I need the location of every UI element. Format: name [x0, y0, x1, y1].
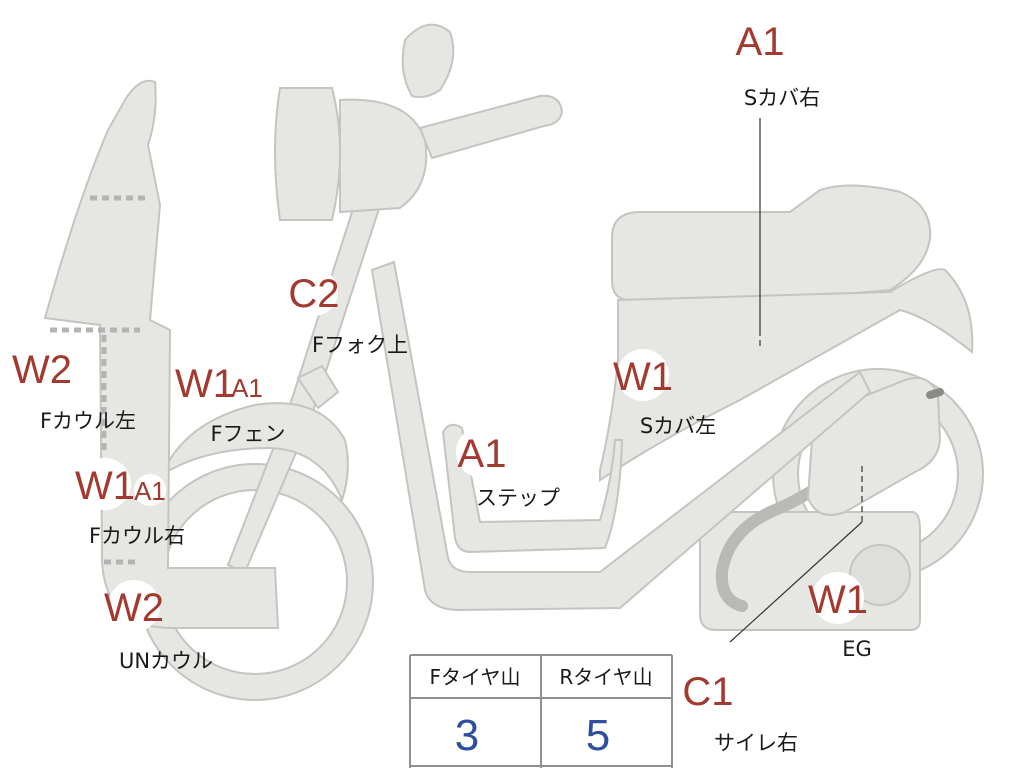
headlight [339, 98, 428, 214]
muffler-tip [926, 388, 944, 399]
grade-badge [456, 426, 508, 478]
part-label: サイレ右 [714, 731, 798, 755]
scooter-silhouette [43, 23, 985, 701]
grade-badge [290, 268, 338, 316]
part-label: Sカバ左 [640, 414, 716, 438]
table-header-rear-tire: Rタイヤ山 [559, 665, 652, 689]
grade-text: W1 [75, 464, 135, 508]
grade-text: A1 [458, 432, 507, 476]
grade-text-small: A1 [134, 476, 166, 506]
grade-badge [79, 458, 131, 510]
part-label: Fフォク上 [312, 333, 408, 357]
grade-badge [736, 16, 784, 64]
table-value-front-tire: 3 [455, 711, 479, 760]
grade-badge-small [134, 474, 166, 506]
marker-s-cover-left[interactable]: W1 Sカバ左 [613, 349, 716, 438]
fork-bracket [296, 364, 340, 410]
frame-tube [370, 260, 872, 612]
part-label: ステップ [476, 486, 560, 510]
grade-text: W1 [175, 362, 235, 406]
part-label: Fフェン [210, 422, 285, 446]
marker-step[interactable]: A1 ステップ [456, 426, 560, 510]
leader-muffler-right [729, 521, 863, 643]
mirror [401, 23, 455, 99]
marker-f-fender[interactable]: W1 A1 Fフェン [175, 356, 286, 446]
grade-badge [179, 356, 231, 408]
handlebar [418, 94, 564, 160]
marker-s-cover-right[interactable]: A1 Sカバ右 [736, 16, 821, 110]
seat [611, 184, 932, 301]
grade-badge [617, 349, 669, 401]
headlight-lens [274, 87, 341, 221]
grade-text: W2 [104, 586, 164, 630]
grade-text: C1 [682, 670, 733, 714]
front-wheel [135, 463, 375, 701]
part-label: Fカウル左 [40, 409, 136, 433]
table-value-rear-tire: 5 [586, 711, 610, 760]
part-label: UNカウル [119, 649, 213, 673]
part-label: EG [842, 637, 872, 661]
marker-un-cowl[interactable]: W2 UNカウル [104, 580, 213, 673]
leader-lines [729, 118, 863, 643]
tire-tread-table: Fタイヤ山 Rタイヤ山 3 5 [409, 654, 673, 768]
grade-badge [682, 664, 734, 716]
grade-badge [812, 572, 864, 624]
grade-text: W2 [12, 348, 72, 392]
marker-muffler-right[interactable]: C1 サイレ右 [682, 664, 798, 755]
grade-badge [108, 580, 160, 632]
marker-f-cowl-left[interactable]: W2 Fカウル左 [12, 340, 136, 433]
grade-text: C2 [288, 272, 339, 316]
front-fender [163, 402, 349, 503]
marker-f-fork-upper[interactable]: C2 Fフォク上 [288, 268, 408, 357]
grade-text: W1 [808, 578, 868, 622]
grade-text: A1 [736, 20, 785, 64]
grade-badge-small [231, 371, 263, 403]
grade-badge [14, 340, 70, 396]
rear-side-cover [599, 268, 974, 482]
exhaust-pipe [715, 464, 851, 612]
marker-f-cowl-right[interactable]: W1 A1 Fカウル右 [75, 458, 185, 548]
marker-engine[interactable]: W1 EG [808, 572, 872, 661]
grade-text-small: A1 [231, 373, 263, 403]
part-label: Sカバ右 [744, 86, 820, 110]
part-label: Fカウル右 [89, 524, 185, 548]
grade-text: W1 [613, 355, 673, 399]
table-header-front-tire: Fタイヤ山 [430, 665, 521, 689]
